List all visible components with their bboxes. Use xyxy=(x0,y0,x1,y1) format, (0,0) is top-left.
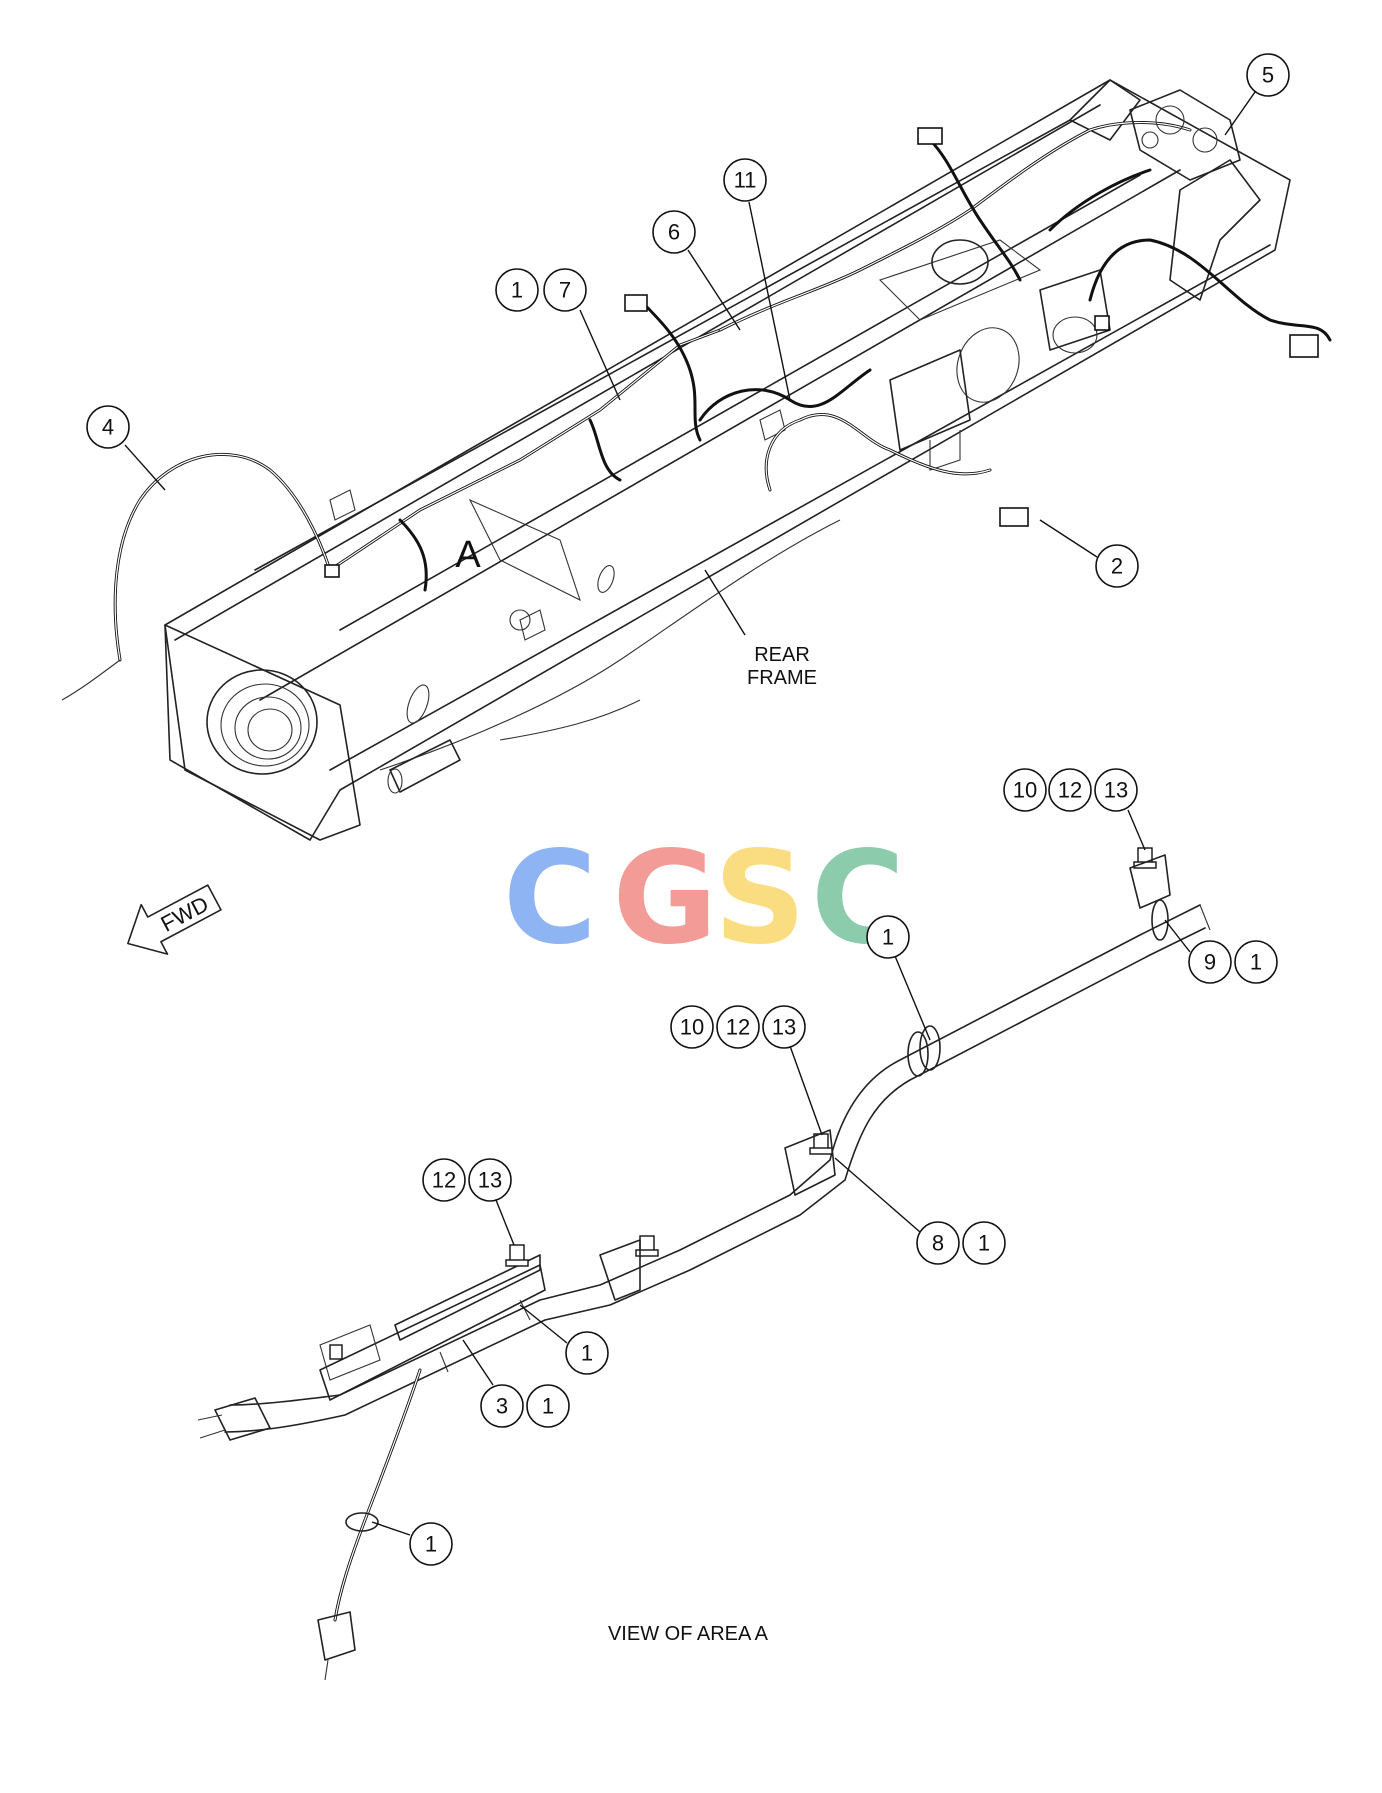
svg-text:13: 13 xyxy=(478,1168,502,1193)
svg-text:1: 1 xyxy=(511,278,523,303)
callout-balloon-1-upper-clip: 1 xyxy=(866,915,910,959)
callout-balloon-6: 6 xyxy=(652,210,696,254)
callout-balloon-3: 3 xyxy=(480,1384,524,1428)
svg-text:1: 1 xyxy=(1250,950,1262,975)
area-a-marker: A xyxy=(455,534,481,576)
callout-balloon-12-mid: 12 xyxy=(716,1005,760,1049)
bolt xyxy=(329,1344,343,1360)
svg-text:2: 2 xyxy=(1111,554,1123,579)
svg-text:12: 12 xyxy=(432,1168,456,1193)
svg-text:4: 4 xyxy=(102,415,114,440)
svg-text:1: 1 xyxy=(542,1394,554,1419)
watermark-letter-3: S xyxy=(714,824,806,973)
svg-text:13: 13 xyxy=(772,1015,796,1040)
callout-balloon-12-right: 12 xyxy=(1048,768,1092,812)
callout-balloon-13-right: 13 xyxy=(1094,768,1138,812)
rear-frame-illustration xyxy=(164,79,1291,841)
watermark-letter-2: G xyxy=(612,824,717,973)
svg-text:1: 1 xyxy=(425,1532,437,1557)
callout-balloon-5: 5 xyxy=(1246,53,1290,97)
callout-balloon-7: 7 xyxy=(543,268,587,312)
svg-text:11: 11 xyxy=(734,168,757,193)
svg-text:8: 8 xyxy=(932,1231,944,1256)
svg-text:9: 9 xyxy=(1204,950,1216,975)
view-caption: VIEW OF AREA A xyxy=(608,1623,769,1645)
svg-text:13: 13 xyxy=(1104,778,1128,803)
bolt xyxy=(635,1235,659,1257)
callout-group-upper: 1 7 6 11 5 4 2 xyxy=(86,53,1290,588)
upper-wiring-harness xyxy=(61,89,1332,701)
svg-text:1: 1 xyxy=(978,1231,990,1256)
svg-text:10: 10 xyxy=(680,1015,704,1040)
callout-balloon-1-clip: 1 xyxy=(565,1331,609,1375)
svg-text:12: 12 xyxy=(726,1015,750,1040)
rear-frame-label-line2: FRAME xyxy=(747,667,817,689)
callout-balloon-1-top: 1 xyxy=(495,268,539,312)
svg-text:1: 1 xyxy=(581,1341,593,1366)
callout-balloon-8: 8 xyxy=(916,1221,960,1265)
callout-balloon-1-after-3: 1 xyxy=(526,1384,570,1428)
bolt xyxy=(505,1244,529,1267)
callout-balloon-12-left: 12 xyxy=(422,1158,466,1202)
callout-balloon-13-mid: 13 xyxy=(762,1005,806,1049)
callout-balloon-11: 11 xyxy=(723,158,767,202)
area-a-detail-illustration xyxy=(197,847,1211,1681)
callout-balloon-13-left: 13 xyxy=(468,1158,512,1202)
callout-balloon-10-right: 10 xyxy=(1003,768,1047,812)
svg-text:7: 7 xyxy=(559,278,571,303)
svg-text:5: 5 xyxy=(1262,63,1274,88)
svg-text:10: 10 xyxy=(1013,778,1037,803)
callout-balloon-4: 4 xyxy=(86,405,130,449)
svg-text:12: 12 xyxy=(1058,778,1082,803)
callout-group-lower: 10 12 13 9 1 1 10 12 13 8 1 12 13 1 3 1 … xyxy=(371,768,1278,1566)
svg-text:3: 3 xyxy=(496,1394,508,1419)
callout-balloon-10-mid: 10 xyxy=(670,1005,714,1049)
callout-balloon-1-after-8: 1 xyxy=(962,1221,1006,1265)
callout-balloon-1-lower: 1 xyxy=(409,1522,453,1566)
svg-text:1: 1 xyxy=(882,925,894,950)
callout-balloon-1-after-9: 1 xyxy=(1234,940,1278,984)
watermark-letter-1: C xyxy=(503,824,597,973)
forward-arrow: FWD xyxy=(127,884,222,955)
callout-balloon-9: 9 xyxy=(1188,940,1232,984)
callout-balloon-2: 2 xyxy=(1095,544,1139,588)
rear-frame-label-line1: REAR xyxy=(754,644,810,666)
watermark: C G S C xyxy=(503,824,905,973)
svg-text:6: 6 xyxy=(668,220,680,245)
